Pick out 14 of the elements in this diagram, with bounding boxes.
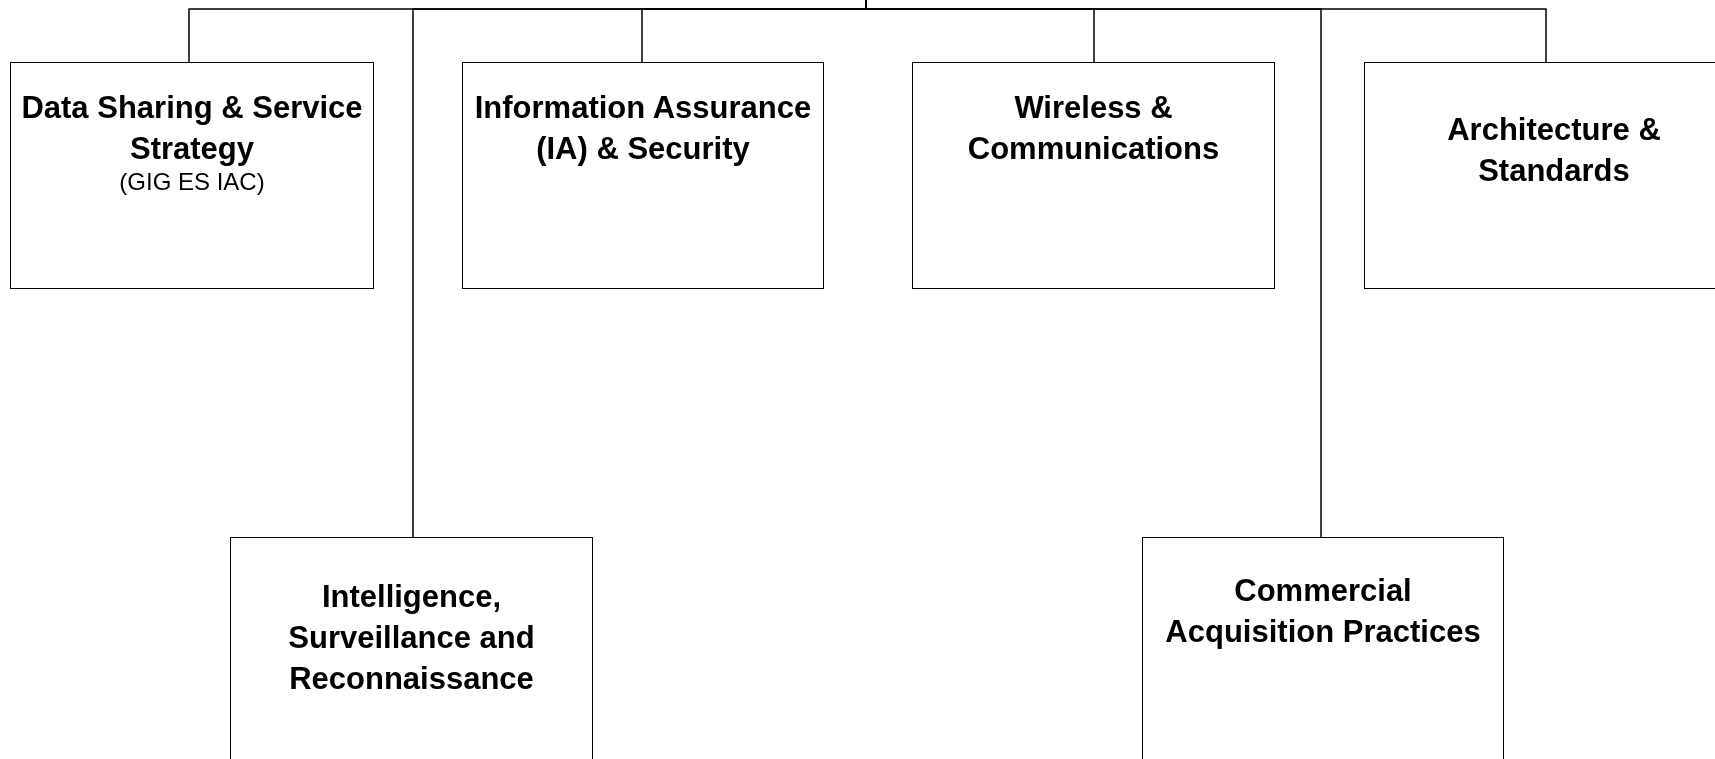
org-box (1364, 62, 1715, 289)
unit-title: Wireless & Communications (966, 89, 1221, 168)
unit-title: Intelligence, Surveillance and Reconnaissance (287, 578, 536, 698)
unit-subtitle: (GIG ES IAC) (118, 169, 266, 195)
org-box (10, 62, 374, 289)
unit-title: Architecture & Standards (1446, 111, 1662, 190)
unit-title: Information Assurance (IA) & Security (473, 89, 813, 168)
org-box (230, 537, 593, 759)
org-box (912, 62, 1275, 289)
unit-title: Commercial Acquisition Practices (1164, 572, 1482, 651)
connector-line (865, 0, 1547, 63)
org-box (1142, 537, 1504, 759)
org-box (462, 62, 824, 289)
unit-title: Data Sharing & Service Strategy (20, 89, 364, 168)
